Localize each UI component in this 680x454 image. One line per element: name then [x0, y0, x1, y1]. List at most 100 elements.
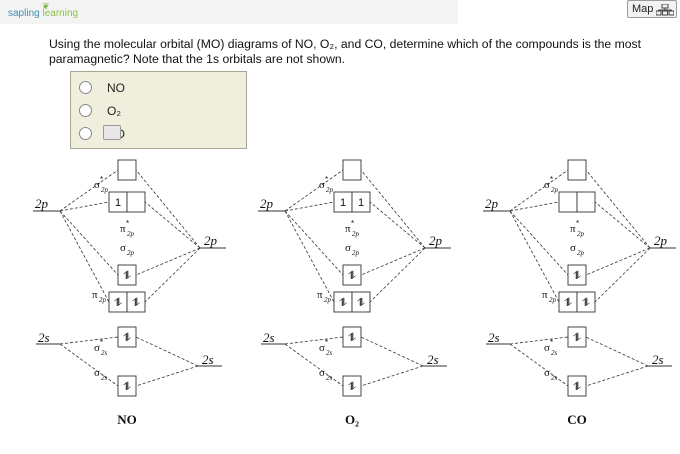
molecule-caption: O₂: [345, 412, 359, 427]
label-pi-2p-sub: 2p: [324, 296, 332, 304]
label-sigma-star-2s-sup: *: [325, 338, 328, 347]
label-sigma-2p: σ: [120, 242, 126, 254]
label-sigma-star-2p: σ: [319, 179, 325, 191]
label-sigma-star-2s-sup: *: [100, 338, 103, 347]
label-pi-2p: π: [317, 289, 323, 301]
label-sigma-2s: σ: [319, 367, 325, 379]
label-pi-2p: π: [542, 289, 548, 301]
electron-mark: ⥮: [348, 381, 356, 393]
radio-co[interactable]: [79, 127, 92, 140]
label-sigma-2p: σ: [570, 242, 576, 254]
orbital-sigma-2p: [567, 264, 587, 286]
atomic-label: 2s: [427, 352, 439, 367]
electron-mark: 1: [358, 197, 364, 209]
label-sigma-2s: σ: [94, 367, 100, 379]
label-sigma-star-2s: σ: [544, 342, 550, 354]
correlation-line: [585, 169, 651, 249]
electron-mark: ⥮: [357, 297, 365, 309]
label-pi-star-2p-sub: 2p: [577, 230, 585, 238]
label-pi-2p-sub: 2p: [549, 296, 557, 304]
atomic-label: 2s: [488, 330, 500, 345]
label-sigma-star-2p: σ: [544, 179, 550, 191]
orbital-sigma-star-2p: [342, 159, 362, 181]
atomic-label: 2s: [38, 330, 50, 345]
atomic-label: 2s: [652, 352, 664, 367]
orbital-pi-star-2p-b: [351, 191, 371, 213]
sitemap-icon: [656, 4, 674, 16]
correlation-line: [509, 169, 569, 212]
electron-mark: ⥮: [123, 381, 131, 393]
orbital-sigma-2s: [567, 375, 587, 397]
electron-mark: ⥮: [123, 332, 131, 344]
label-sigma-2s-sub: 2s: [101, 374, 108, 382]
electron-mark: ⥮: [114, 297, 122, 309]
molecule-caption: CO: [567, 412, 587, 427]
label-sigma-2s: σ: [544, 367, 550, 379]
electron-mark: ⥮: [132, 297, 140, 309]
label-pi-2p-sub: 2p: [99, 296, 107, 304]
orbital-sigma-star-2s: [117, 326, 137, 348]
leaf-icon: ❦: [42, 1, 50, 11]
label-sigma-2s-sub: 2s: [326, 374, 333, 382]
label-pi-star-2p: π: [345, 223, 351, 235]
correlation-line: [585, 336, 649, 367]
atomic-label: 2p: [204, 233, 218, 248]
correlation-line: [360, 365, 424, 387]
atomic-label: 2p: [654, 233, 668, 248]
correlation-line: [284, 210, 344, 276]
orbital-sigma-star-2s: [342, 326, 362, 348]
correlation-line: [59, 336, 119, 345]
electron-mark: ⥮: [123, 270, 131, 282]
comment-tooltip-icon[interactable]: [103, 125, 121, 140]
option-label: NO: [107, 81, 125, 95]
atomic-label: 2s: [263, 330, 275, 345]
correlation-line: [594, 201, 651, 249]
correlation-line: [59, 210, 110, 303]
label-sigma-star-2s: σ: [319, 342, 325, 354]
label-sigma-star-2p-sub: 2p: [101, 186, 109, 194]
correlation-line: [144, 201, 201, 249]
electron-mark: 1: [340, 197, 346, 209]
label-sigma-star-2s-sub: 2s: [101, 349, 108, 357]
label-sigma-star-2s-sub: 2s: [326, 349, 333, 357]
correlation-line: [135, 365, 199, 387]
atomic-label: 2p: [35, 196, 49, 211]
orbital-sigma-star-2p: [117, 159, 137, 181]
atomic-label: 2p: [260, 196, 274, 211]
option-co[interactable]: CO: [79, 125, 239, 145]
radio-o2[interactable]: [79, 104, 92, 117]
orbital-sigma-2s: [342, 375, 362, 397]
correlation-line: [509, 336, 569, 345]
label-sigma-2p: σ: [345, 242, 351, 254]
label-pi-star-2p-sup: *: [126, 219, 129, 228]
correlation-line: [509, 343, 569, 387]
correlation-line: [509, 210, 560, 303]
correlation-line: [360, 336, 424, 367]
label-pi-star-2p-sup: *: [576, 219, 579, 228]
orbital-sigma-star-2p: [567, 159, 587, 181]
correlation-line: [585, 247, 651, 276]
map-button[interactable]: Map: [627, 0, 677, 18]
option-o2[interactable]: O₂: [79, 104, 239, 122]
correlation-line: [135, 169, 201, 249]
label-sigma-star-2p-sub: 2p: [326, 186, 334, 194]
sapling-logo[interactable]: sapling❦ learning: [8, 1, 78, 19]
orbital-pi-2p-b: [576, 291, 596, 313]
label-sigma-star-2p-sup: *: [325, 175, 328, 184]
electron-mark: 1: [115, 197, 121, 209]
electron-mark: ⥮: [573, 332, 581, 344]
orbital-pi-2p-b: [126, 291, 146, 313]
correlation-line: [369, 201, 426, 249]
correlation-line: [135, 336, 199, 367]
radio-no[interactable]: [79, 81, 92, 94]
correlation-line: [284, 169, 344, 212]
label-pi-star-2p: π: [120, 223, 126, 235]
label-sigma-star-2s-sup: *: [550, 338, 553, 347]
option-no[interactable]: NO: [79, 81, 239, 99]
label-sigma-star-2p: σ: [94, 179, 100, 191]
label-sigma-star-2s-sub: 2s: [551, 349, 558, 357]
top-bar: sapling❦ learning: [0, 0, 458, 24]
correlation-line: [59, 169, 119, 212]
